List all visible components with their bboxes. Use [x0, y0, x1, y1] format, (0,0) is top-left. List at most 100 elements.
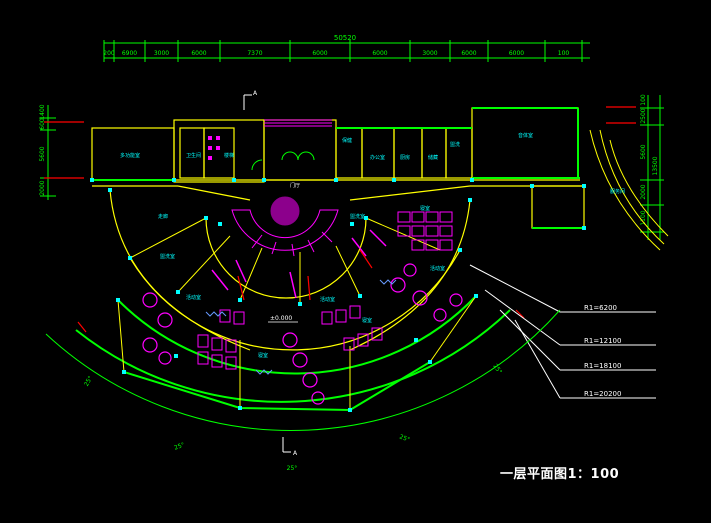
angle-dimension-arcs — [45, 309, 561, 431]
column — [172, 178, 176, 182]
room-multi: 多功能室 — [120, 152, 140, 159]
toilet-fixtures — [208, 136, 220, 160]
section-mark-bottom-label: A — [293, 450, 298, 457]
room-wash: 盥洗 — [450, 141, 460, 148]
room-corridor: 走廊 — [158, 213, 168, 220]
elevation-mark: ±0.000 — [270, 315, 292, 322]
right-dimension-label: 5600 — [640, 144, 647, 159]
left-dimension-label: 600 — [39, 118, 46, 130]
column — [204, 216, 208, 220]
angle-label: 25° — [398, 433, 410, 443]
right-dimension-label: 2500 — [640, 108, 647, 123]
right-dimension-chain — [640, 95, 664, 240]
section-mark-top-label: A — [253, 90, 258, 97]
column — [414, 338, 418, 342]
column — [116, 298, 120, 302]
column — [470, 178, 474, 182]
washroom-fixtures — [211, 229, 387, 299]
radius-label: R1=12100 — [584, 337, 621, 345]
angle-label: 25° — [83, 375, 94, 388]
top-dimension-label: 6000 — [461, 50, 476, 57]
structural-columns — [90, 178, 586, 412]
column — [128, 256, 132, 260]
column — [392, 178, 396, 182]
column — [458, 248, 462, 252]
angle-label: 25° — [491, 363, 503, 376]
top-dimension-chain — [103, 40, 590, 62]
right-dimension-labels: 100 2500 5600 2000 1100 13500 — [640, 94, 659, 226]
column — [468, 198, 472, 202]
room-sleep2: 寝室 — [362, 317, 372, 324]
column — [176, 290, 180, 294]
column — [350, 222, 354, 226]
radius-label: R1=20200 — [584, 390, 621, 398]
room-storage: 储藏 — [428, 154, 438, 161]
right-dimension-label: 100 — [640, 94, 647, 106]
room-toilet: 卫生间 — [186, 152, 201, 159]
room-activity3: 活动室 — [320, 296, 335, 303]
column — [428, 360, 432, 364]
lobby-doors — [251, 151, 315, 171]
column — [298, 302, 302, 306]
column — [174, 354, 178, 358]
radius-label: R1=18100 — [584, 362, 621, 370]
column — [582, 226, 586, 230]
left-dimension-label: 1400 — [39, 104, 46, 119]
radiator-zigzags — [205, 279, 397, 375]
room-hall: 音体室 — [518, 132, 533, 139]
left-dimension-label: 2000 — [39, 180, 46, 195]
fan-outer-walls — [75, 295, 511, 412]
column — [474, 294, 478, 298]
classroom-desks — [197, 211, 453, 370]
stair-top — [264, 119, 332, 127]
column — [122, 370, 126, 374]
column — [108, 188, 112, 192]
top-dimension-label: 6000 — [191, 50, 206, 57]
red-accents — [77, 249, 525, 333]
column — [232, 178, 236, 182]
top-dimension-label: 3000 — [422, 50, 437, 57]
column — [218, 222, 222, 226]
drawing-title: 一层平面图1：100 — [500, 467, 620, 482]
radius-label: R1=6200 — [584, 304, 617, 312]
room-kitchen: 厨房 — [400, 154, 410, 161]
upper-block-accent-walls — [92, 107, 584, 229]
right-dimension-label: 13500 — [652, 156, 659, 175]
room-activity1: 活动室 — [430, 265, 445, 272]
room-stair: 楼梯 — [224, 152, 234, 159]
top-dimension-label: 6000 — [312, 50, 327, 57]
room-wash3: 盥洗室 — [350, 213, 365, 220]
total-dimension: 50520 — [334, 34, 356, 42]
column — [262, 178, 266, 182]
section-mark-bottom — [282, 437, 291, 453]
top-dimension-label: 200 — [103, 50, 115, 57]
column — [364, 216, 368, 220]
room-service: 服务间 — [610, 188, 625, 195]
room-lobby: 门厅 — [290, 182, 300, 189]
column — [348, 408, 352, 412]
activity-tables — [142, 263, 463, 405]
right-dimension-label: 1100 — [640, 210, 647, 225]
radius-leaders — [469, 264, 656, 399]
top-dimension-label: 7370 — [247, 50, 262, 57]
angle-label: 25° — [173, 441, 185, 451]
column — [358, 294, 362, 298]
room-activity2: 活动室 — [186, 294, 201, 301]
top-dimension-label: 100 — [558, 50, 570, 57]
section-mark-top — [243, 94, 252, 110]
right-ramp-curves — [589, 129, 669, 251]
fan-radial-partitions — [117, 217, 477, 410]
room-wash2: 盥洗室 — [160, 253, 175, 260]
stage-fan — [231, 196, 339, 257]
room-sleep1: 寝室 — [420, 205, 430, 212]
column — [238, 406, 242, 410]
right-dimension-label: 2000 — [640, 184, 647, 199]
column — [334, 178, 338, 182]
top-dimension-label: 3000 — [154, 50, 169, 57]
left-dimension-label: 5600 — [39, 146, 46, 161]
top-dimension-label: 6000 — [372, 50, 387, 57]
column — [530, 184, 534, 188]
